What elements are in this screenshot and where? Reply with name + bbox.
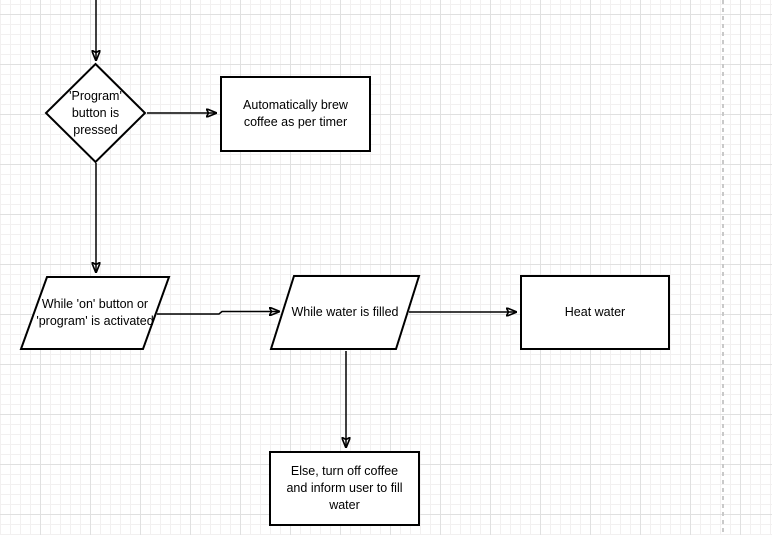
connector-io-on-to-io-water[interactable]: [157, 312, 279, 315]
parallelogram-shape: [19, 276, 171, 350]
node-io-water-filled[interactable]: While water is filled: [269, 275, 421, 350]
node-label: Heat water: [564, 305, 626, 319]
node-label: Else, turn off coffee and inform user to…: [286, 464, 403, 512]
node-process-else-turn-off[interactable]: Else, turn off coffee and inform user to…: [269, 451, 420, 526]
node-io-on-or-program[interactable]: While 'on' button or 'program' is activa…: [19, 276, 171, 350]
diamond-shape: [44, 62, 147, 164]
page-boundary-line: [722, 0, 724, 535]
node-process-heat-water[interactable]: Heat water: [520, 275, 670, 350]
node-label: Automatically brew coffee as per timer: [243, 98, 348, 129]
node-label: While water is filled: [291, 305, 399, 319]
node-label: 'Program' button is pressed: [69, 88, 122, 137]
node-decision-program-button[interactable]: 'Program' button is pressed: [44, 62, 147, 164]
node-process-auto-brew[interactable]: Automatically brew coffee as per timer: [220, 76, 371, 152]
node-label: While 'on' button or 'program' is activa…: [36, 297, 154, 328]
parallelogram-shape: [269, 275, 421, 350]
